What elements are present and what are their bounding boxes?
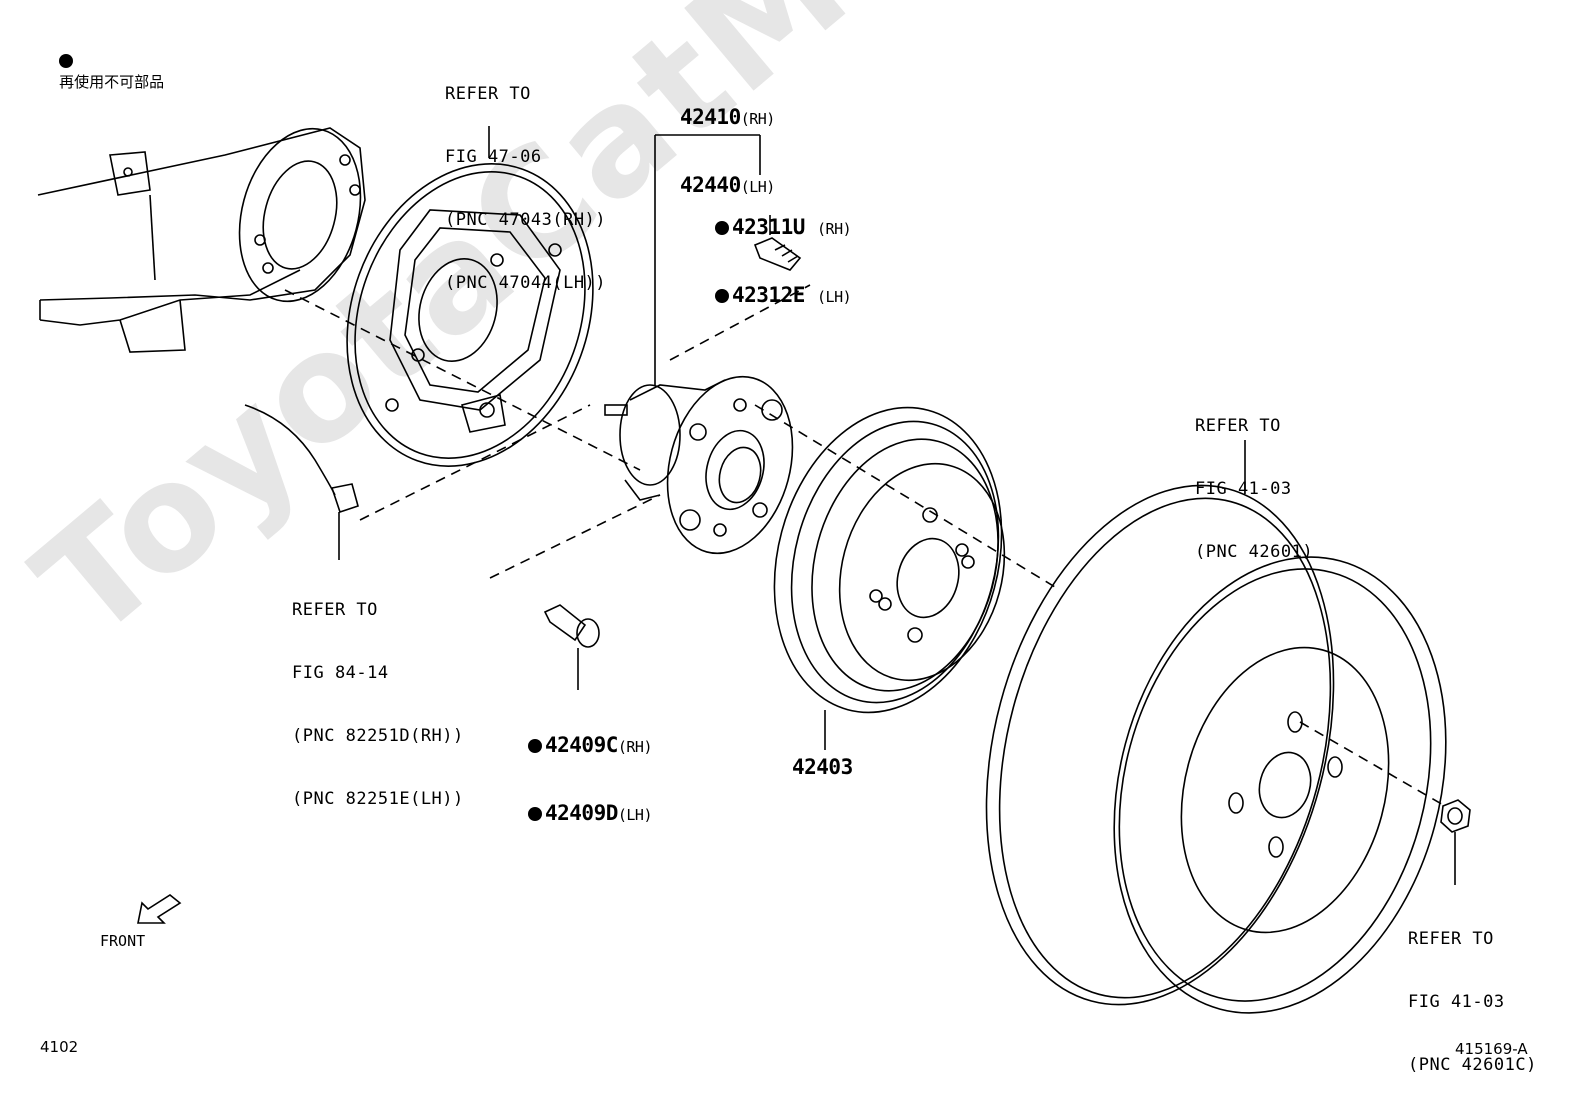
figure-id: 415169-A xyxy=(1455,1040,1528,1058)
legend-dot-icon xyxy=(59,54,74,68)
callout-line: REFER TO xyxy=(445,84,531,104)
callout-line: REFER TO xyxy=(292,600,378,620)
callout-line: (PNC 47043(RH)) xyxy=(445,210,607,230)
callout-line: FIG 41-03 xyxy=(1408,992,1505,1012)
side-tag: (RH) xyxy=(740,110,776,128)
part-number: 42440 xyxy=(680,173,741,197)
side-tag: (LH) xyxy=(617,806,653,824)
brake-drum xyxy=(773,406,1006,714)
callout-line: REFER TO xyxy=(1408,929,1494,949)
part-number: 42409D xyxy=(545,801,618,825)
hub-bolt-part xyxy=(753,237,802,271)
part-number: 42312E xyxy=(732,283,805,307)
page-number: 4102 xyxy=(40,1038,79,1056)
side-tag: (RH) xyxy=(617,738,653,756)
leader-lines xyxy=(338,126,1456,885)
legend: 再使用不可部品 xyxy=(40,35,164,110)
mount-bolt-callout: 42409C(RH) 42409D(LH) xyxy=(528,690,652,870)
part-number: 42311U xyxy=(732,215,805,239)
callout-line: FIG 84-14 xyxy=(292,663,389,683)
callout-line: (PNC 42601C) xyxy=(1408,1055,1537,1075)
non-reusable-dot-icon xyxy=(715,221,729,235)
wheel xyxy=(985,484,1447,1014)
front-arrow-icon xyxy=(137,894,182,924)
side-tag: (LH) xyxy=(740,178,776,196)
backing-plate xyxy=(346,163,594,467)
hub-bolt-callout: 42311U (RH) 42312E (LH) xyxy=(715,172,852,352)
non-reusable-dot-icon xyxy=(715,289,729,303)
wheel-ref-callout: REFER TO FIG 41-03 (PNC 42601) xyxy=(1195,374,1313,605)
axle-beam xyxy=(37,127,366,353)
sensor-ref-callout: REFER TO FIG 84-14 (PNC 82251D(RH)) (PNC… xyxy=(292,558,464,852)
callout-line: FIG 47-06 xyxy=(445,147,542,167)
side-tag: (RH) xyxy=(817,220,852,238)
front-label: FRONT xyxy=(100,932,146,950)
callout-line: FIG 41-03 xyxy=(1195,479,1292,499)
wheel-nut xyxy=(1440,799,1471,833)
part-number: 42409C xyxy=(545,733,618,757)
backing-plate-ref-callout: REFER TO FIG 47-06 (PNC 47043(RH)) (PNC … xyxy=(445,42,606,336)
callout-line: (PNC 82251D(RH)) xyxy=(292,726,464,746)
callout-line: (PNC 42601) xyxy=(1195,542,1314,562)
assembly-lines xyxy=(284,284,1446,807)
hub-assy-callout: 42410(RH) 42440(LH) xyxy=(680,62,775,242)
side-tag: (LH) xyxy=(817,288,852,306)
drum-callout: 42403 xyxy=(792,755,853,779)
sensor-wire xyxy=(244,404,359,514)
non-reusable-dot-icon xyxy=(528,807,542,821)
non-reusable-dot-icon xyxy=(528,739,542,753)
legend-text: 再使用不可部品 xyxy=(59,73,165,91)
callout-line: (PNC 82251E(LH)) xyxy=(292,789,464,809)
mount-bolt-part xyxy=(543,604,600,648)
part-number: 42410 xyxy=(680,105,741,129)
hub-assembly xyxy=(604,375,794,555)
nut-ref-callout: REFER TO FIG 41-03 (PNC 42601C) xyxy=(1408,887,1537,1118)
callout-line: (PNC 47044(LH)) xyxy=(445,273,607,293)
callout-line: REFER TO xyxy=(1195,416,1281,436)
